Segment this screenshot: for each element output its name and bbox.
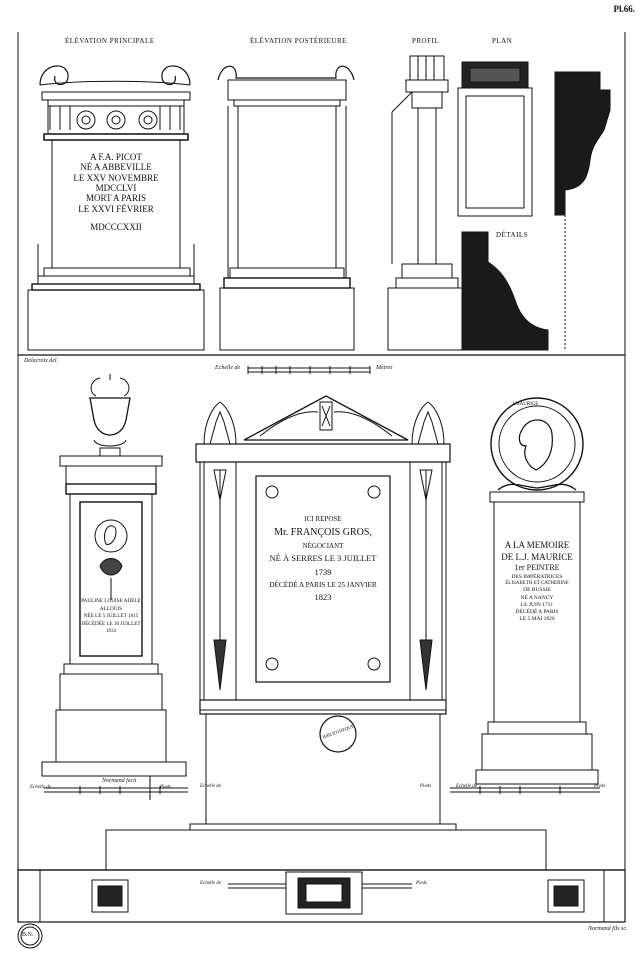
maurice-tomb — [475, 397, 599, 785]
bottom-section — [17, 869, 626, 949]
maurice-line-10: LE 5 MAI 1820 — [519, 615, 555, 622]
top-scale-label-right: Mètres — [376, 365, 393, 371]
left-scale-label-left: Echelle de — [30, 785, 51, 790]
gros-line-5: 1739 — [314, 566, 332, 577]
picot-tomb-front — [27, 65, 205, 351]
allouis-line-3: NÉE LE 5 JUILLET 1815 — [83, 613, 139, 620]
cornice-details — [461, 71, 611, 351]
right-scale-label-left: Echelle de — [456, 784, 477, 789]
allouis-signature: Normand fecit — [102, 778, 137, 784]
top-section — [17, 32, 626, 374]
gros-line-2: Mr. FRANÇOIS GROS, — [274, 527, 372, 539]
maurice-line-2: DE L.J. MAURICE — [501, 551, 573, 562]
right-scale-label-right: Pieds — [594, 784, 606, 789]
bottom-scale-label-left: Echelle de — [200, 881, 221, 886]
title-profil: PROFIL — [412, 37, 440, 45]
maurice-line-5: ÉLISABETH ET CATHERINE — [505, 580, 569, 586]
center-scale-label-right: Pieds — [420, 784, 432, 789]
gros-inscription: ICI REPOSE Mr. FRANÇOIS GROS, NÉGOCIANT … — [256, 514, 390, 605]
bottom-scale-label-right: Pieds — [416, 881, 428, 886]
center-scale-label-left: Echelle de — [200, 784, 221, 789]
maurice-line-4: DES IMPÉRATRICES — [511, 573, 563, 580]
maurice-line-9: DÉCÉDÉ A PARIS — [515, 608, 559, 615]
allouis-line-2: ALLOUIS — [99, 605, 123, 612]
engraver-signature: Normand fils sc. — [588, 926, 628, 932]
allouis-inscription: PAULINE LOUISE ADÈLE ALLOUIS NÉE LE 5 JU… — [80, 598, 142, 636]
picot-tomb-profile — [387, 55, 465, 351]
picot-line-1: A F.A. PICOT — [90, 152, 142, 162]
gros-line-1: ICI REPOSE — [304, 515, 342, 523]
gros-line-7: 1823 — [314, 592, 332, 603]
picot-line-7: MDCCCXXII — [90, 222, 142, 233]
maurice-line-7: NÉ A NANCY — [520, 594, 554, 601]
title-details: DÉTAILS — [496, 231, 529, 239]
title-elevation-principale: ÉLÉVATION PRINCIPALE — [65, 37, 155, 45]
middle-scale-bars — [44, 786, 600, 794]
allouis-line-1: PAULINE LOUISE ADÈLE — [81, 598, 141, 604]
plate-number: Pl.66. — [613, 4, 636, 14]
maurice-inscription: A LA MEMOIRE DE L.J. MAURICE 1er PEINTRE… — [494, 540, 580, 623]
picot-line-5: MORT A PARIS — [86, 193, 146, 204]
title-plan: PLAN — [492, 37, 513, 45]
top-signature: Delacroix del. — [24, 358, 59, 364]
allouis-tomb — [41, 374, 187, 800]
picot-line-2: NÉ A ABBEVILLE — [80, 162, 152, 173]
library-stamp-bottom: B.N. — [22, 932, 34, 938]
gros-line-3: NÉGOCIANT — [302, 542, 344, 551]
picot-inscription: A F.A. PICOT NÉ A ABBEVILLE LE XXV NOVEM… — [52, 152, 180, 232]
maurice-line-1: A LA MEMOIRE — [504, 540, 570, 550]
maurice-line-8: LE JUIN 1751 — [520, 601, 554, 608]
gros-line-4: NÉ À SERRES LE 3 JUILLET — [269, 553, 377, 564]
picot-line-6: LE XXVI FÉVRIER — [78, 203, 154, 214]
picot-tomb-plan — [457, 61, 533, 217]
gros-tomb — [105, 395, 547, 871]
picot-tomb-back — [217, 65, 355, 351]
allouis-line-4: DÉCÉDÉE LE 30 JUILLET — [81, 620, 141, 627]
allouis-line-5: 1833 — [105, 628, 117, 635]
maurice-medallion-text: J.MAURICE — [512, 402, 539, 407]
left-scale-label-right: Pieds — [160, 785, 172, 790]
maurice-line-3: 1er PEINTRE — [514, 563, 560, 573]
maurice-line-6: DE RUSSIE — [523, 587, 551, 594]
top-scale-label-left: Echelle de — [215, 365, 241, 371]
title-elevation-posterieure: ÉLÉVATION POSTÉRIEURE — [250, 37, 347, 45]
picot-line-3: LE XXV NOVEMBRE — [73, 172, 159, 183]
top-scale-bar — [247, 366, 371, 374]
gros-line-6: DÉCÉDÉ A PARIS LE 25 JANVIER — [269, 580, 377, 589]
picot-line-4: MDCCLVI — [95, 183, 137, 194]
